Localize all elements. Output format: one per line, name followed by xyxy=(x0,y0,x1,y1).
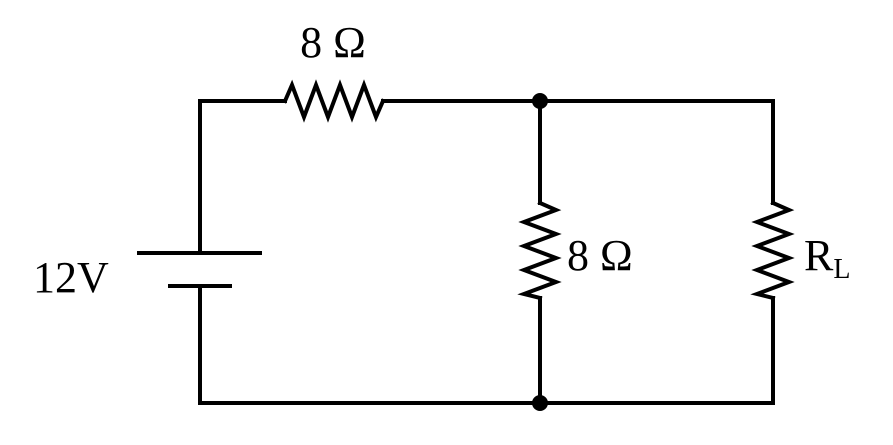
battery xyxy=(137,251,262,288)
junction-node-bottom xyxy=(532,395,548,411)
junction-node-top xyxy=(532,93,548,109)
series-resistor-label: 8 Ω xyxy=(300,18,366,67)
shunt-resistor-label: 8 Ω xyxy=(567,231,633,280)
load-resistor-label-main: R xyxy=(804,231,834,280)
source-voltage-label: 12V xyxy=(33,253,109,302)
load-resistor-label-subscript: L xyxy=(833,254,850,285)
series-resistor xyxy=(282,79,386,123)
wires xyxy=(198,99,775,405)
load-resistor xyxy=(750,200,795,301)
shunt-resistor xyxy=(517,200,562,301)
load-resistor-label: RL xyxy=(804,231,850,285)
